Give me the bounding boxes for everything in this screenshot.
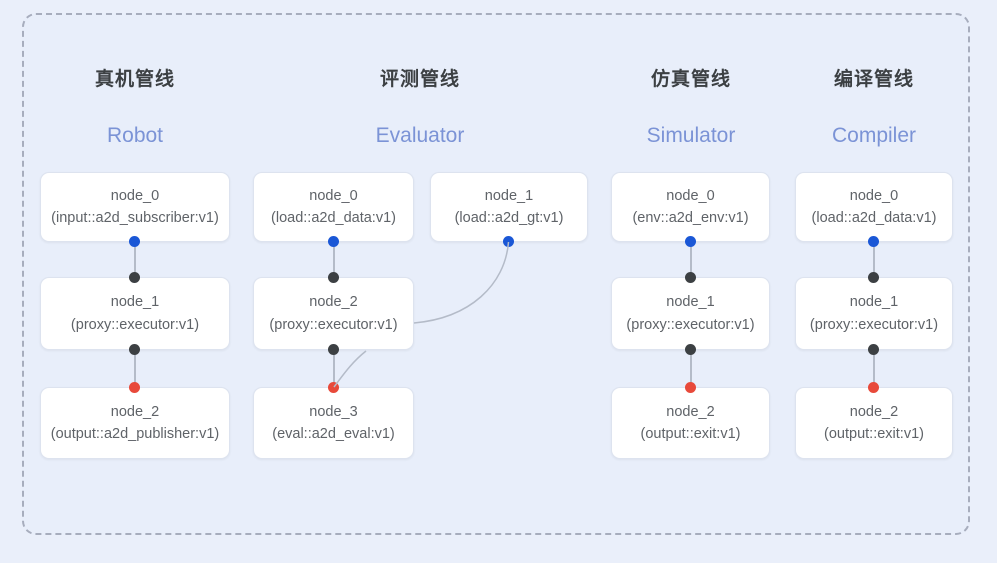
column-title-simulator: 仿真管线 (650, 69, 731, 90)
node-label-impl: (proxy::executor:v1) (269, 316, 398, 333)
node-evaluator-2[interactable]: node_2 (proxy::executor:v1) (253, 277, 414, 350)
node-label-name: node_1 (110, 294, 160, 311)
port-output-compiler-1[interactable] (868, 344, 879, 355)
node-label-impl: (output::exit:v1) (824, 426, 924, 442)
node-label-impl: (proxy::executor:v1) (70, 316, 200, 333)
port-output-evaluator-2[interactable] (328, 344, 339, 355)
node-label-impl: (output::exit:v1) (640, 426, 741, 442)
port-output-compiler-0[interactable] (868, 236, 879, 247)
port-input-evaluator-2[interactable] (328, 272, 339, 283)
node-label-impl: (input::a2d_subscriber:v1) (51, 210, 219, 226)
edge-simulator-1-2 (690, 349, 692, 387)
node-label-name: node_1 (849, 294, 899, 311)
node-simulator-0[interactable]: node_0 (env::a2d_env:v1) (611, 172, 770, 242)
node-label-name: node_0 (110, 187, 160, 204)
node-label-name: node_1 (484, 187, 534, 204)
node-label-name: node_2 (309, 294, 358, 311)
node-label-impl: (output::a2d_publisher:v1) (50, 426, 220, 442)
node-simulator-1[interactable]: node_1 (proxy::executor:v1) (611, 277, 770, 350)
node-simulator-2[interactable]: node_2 (output::exit:v1) (611, 387, 770, 459)
port-output-simulator-1[interactable] (685, 344, 696, 355)
edge-simulator-0-1 (690, 241, 692, 277)
node-label-impl: (proxy::executor:v1) (809, 316, 939, 333)
port-input-simulator-1[interactable] (685, 272, 696, 283)
node-evaluator-3[interactable]: node_3 (eval::a2d_eval:v1) (253, 387, 414, 459)
node-compiler-1[interactable]: node_1 (proxy::executor:v1) (795, 277, 953, 350)
node-compiler-0[interactable]: node_0 (load::a2d_data:v1) (795, 172, 953, 242)
column-subtitle-compiler: Compiler (831, 124, 917, 147)
port-input-evaluator-3[interactable] (328, 382, 339, 393)
node-label-name: node_2 (666, 403, 715, 420)
edge-compiler-0-1 (873, 241, 875, 277)
port-output-robot-0[interactable] (129, 236, 140, 247)
node-label-impl: (env::a2d_env:v1) (632, 210, 749, 226)
node-evaluator-0[interactable]: node_0 (load::a2d_data:v1) (253, 172, 414, 242)
port-input-compiler-2[interactable] (868, 382, 879, 393)
node-robot-0[interactable]: node_0 (input::a2d_subscriber:v1) (40, 172, 230, 242)
edge-robot-1-2 (134, 349, 136, 387)
node-label-name: node_0 (666, 187, 715, 204)
port-output-evaluator-1[interactable] (503, 236, 514, 247)
node-compiler-2[interactable]: node_2 (output::exit:v1) (795, 387, 953, 459)
column-title-evaluator: 评测管线 (379, 69, 460, 90)
port-input-compiler-1[interactable] (868, 272, 879, 283)
node-robot-2[interactable]: node_2 (output::a2d_publisher:v1) (40, 387, 230, 459)
node-label-name: node_3 (309, 403, 358, 420)
node-robot-1[interactable]: node_1 (proxy::executor:v1) (40, 277, 230, 350)
node-label-impl: (load::a2d_gt:v1) (454, 210, 564, 226)
node-label-impl: (proxy::executor:v1) (626, 316, 755, 333)
node-label-impl: (load::a2d_data:v1) (271, 210, 396, 226)
edge-evaluator-0-2 (333, 241, 335, 277)
node-label-name: node_1 (666, 294, 715, 311)
edge-robot-0-1 (134, 241, 136, 277)
column-title-robot: 真机管线 (94, 69, 175, 90)
column-subtitle-simulator: Simulator (646, 124, 736, 147)
node-label-name: node_0 (309, 187, 358, 204)
port-output-evaluator-0[interactable] (328, 236, 339, 247)
node-label-name: node_0 (849, 187, 899, 204)
node-label-name: node_2 (110, 403, 160, 420)
column-subtitle-evaluator: Evaluator (375, 124, 465, 147)
column-title-compiler: 编译管线 (833, 69, 914, 90)
node-label-name: node_2 (849, 403, 899, 420)
port-input-robot-2[interactable] (129, 382, 140, 393)
node-evaluator-1[interactable]: node_1 (load::a2d_gt:v1) (430, 172, 588, 242)
port-input-simulator-2[interactable] (685, 382, 696, 393)
port-output-robot-1[interactable] (129, 344, 140, 355)
port-input-robot-1[interactable] (129, 272, 140, 283)
column-subtitle-robot: Robot (106, 124, 164, 147)
edge-compiler-1-2 (873, 349, 875, 387)
port-output-simulator-0[interactable] (685, 236, 696, 247)
node-label-impl: (load::a2d_data:v1) (811, 210, 937, 226)
node-label-impl: (eval::a2d_eval:v1) (272, 426, 395, 442)
